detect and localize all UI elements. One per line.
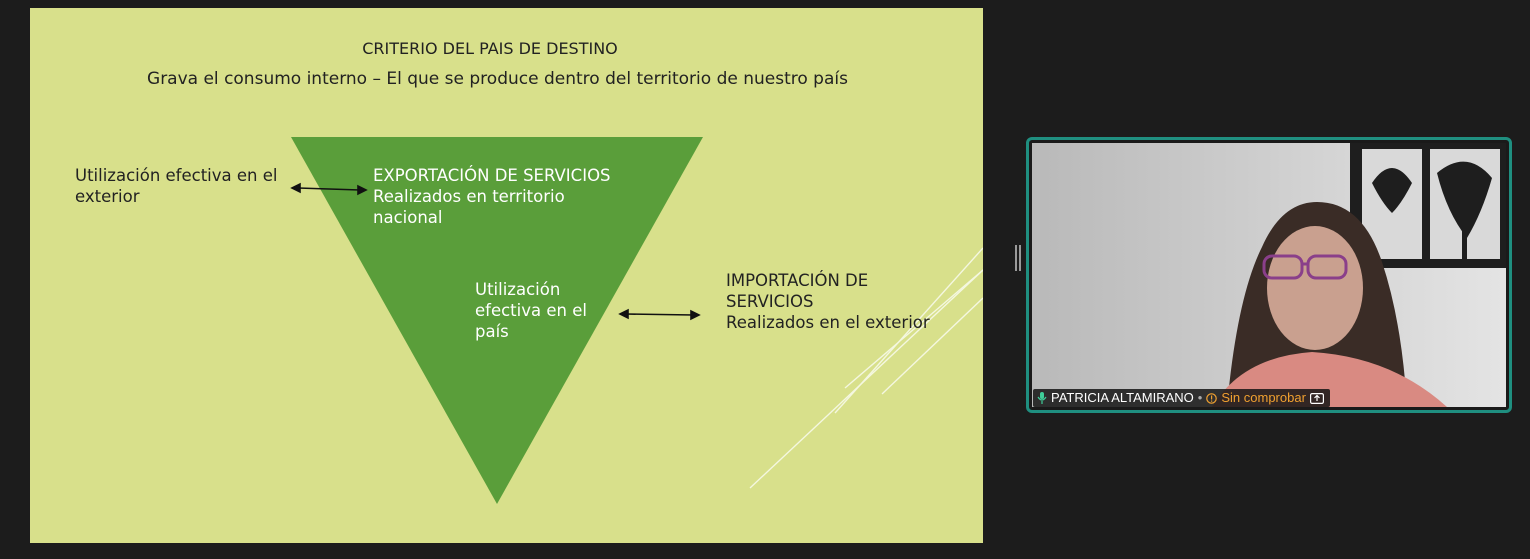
warning-icon	[1206, 392, 1218, 404]
left-label-line: Utilización efectiva en el	[75, 166, 278, 185]
center-block: Utilización efectiva en el país	[475, 279, 587, 342]
slide-subtitle: Grava el consumo interno – El que se pro…	[147, 69, 848, 89]
separator-dot: •	[1197, 390, 1203, 405]
video-frame-graphic	[1032, 143, 1506, 407]
import-heading: IMPORTACIÓN DE	[726, 271, 869, 290]
export-line: nacional	[373, 208, 443, 227]
microphone-icon	[1037, 392, 1047, 404]
export-line: Realizados en territorio	[373, 187, 565, 206]
center-line: efectiva en el	[475, 301, 587, 320]
center-line: país	[475, 322, 509, 341]
export-heading: EXPORTACIÓN DE SERVICIOS	[373, 166, 611, 185]
participant-video-tile[interactable]: PATRICIA ALTAMIRANO • Sin comprobar	[1026, 137, 1512, 413]
verification-status: Sin comprobar	[1221, 390, 1306, 405]
import-block: IMPORTACIÓN DE SERVICIOS Realizados en e…	[726, 270, 930, 333]
left-label-line: exterior	[75, 187, 140, 206]
decorative-lines	[749, 247, 983, 489]
participant-name-bar: PATRICIA ALTAMIRANO • Sin comprobar	[1033, 389, 1330, 407]
left-label: Utilización efectiva en el exterior	[75, 165, 277, 207]
slide-graphics	[290, 137, 983, 504]
export-block: EXPORTACIÓN DE SERVICIOS Realizados en t…	[373, 165, 611, 228]
participant-name: PATRICIA ALTAMIRANO	[1051, 390, 1194, 405]
panel-resize-handle[interactable]	[1015, 245, 1021, 271]
slide-title: CRITERIO DEL PAIS DE DESTINO	[362, 39, 618, 58]
inverted-triangle	[291, 137, 703, 504]
presentation-slide: CRITERIO DEL PAIS DE DESTINO Grava el co…	[30, 8, 983, 543]
screen-share-icon[interactable]	[1309, 392, 1324, 404]
import-line: Realizados en el exterior	[726, 313, 930, 332]
center-line: Utilización	[475, 280, 561, 299]
participant-video	[1032, 143, 1506, 407]
import-heading: SERVICIOS	[726, 292, 814, 311]
left-double-arrow	[290, 182, 368, 196]
right-double-arrow	[618, 308, 701, 321]
